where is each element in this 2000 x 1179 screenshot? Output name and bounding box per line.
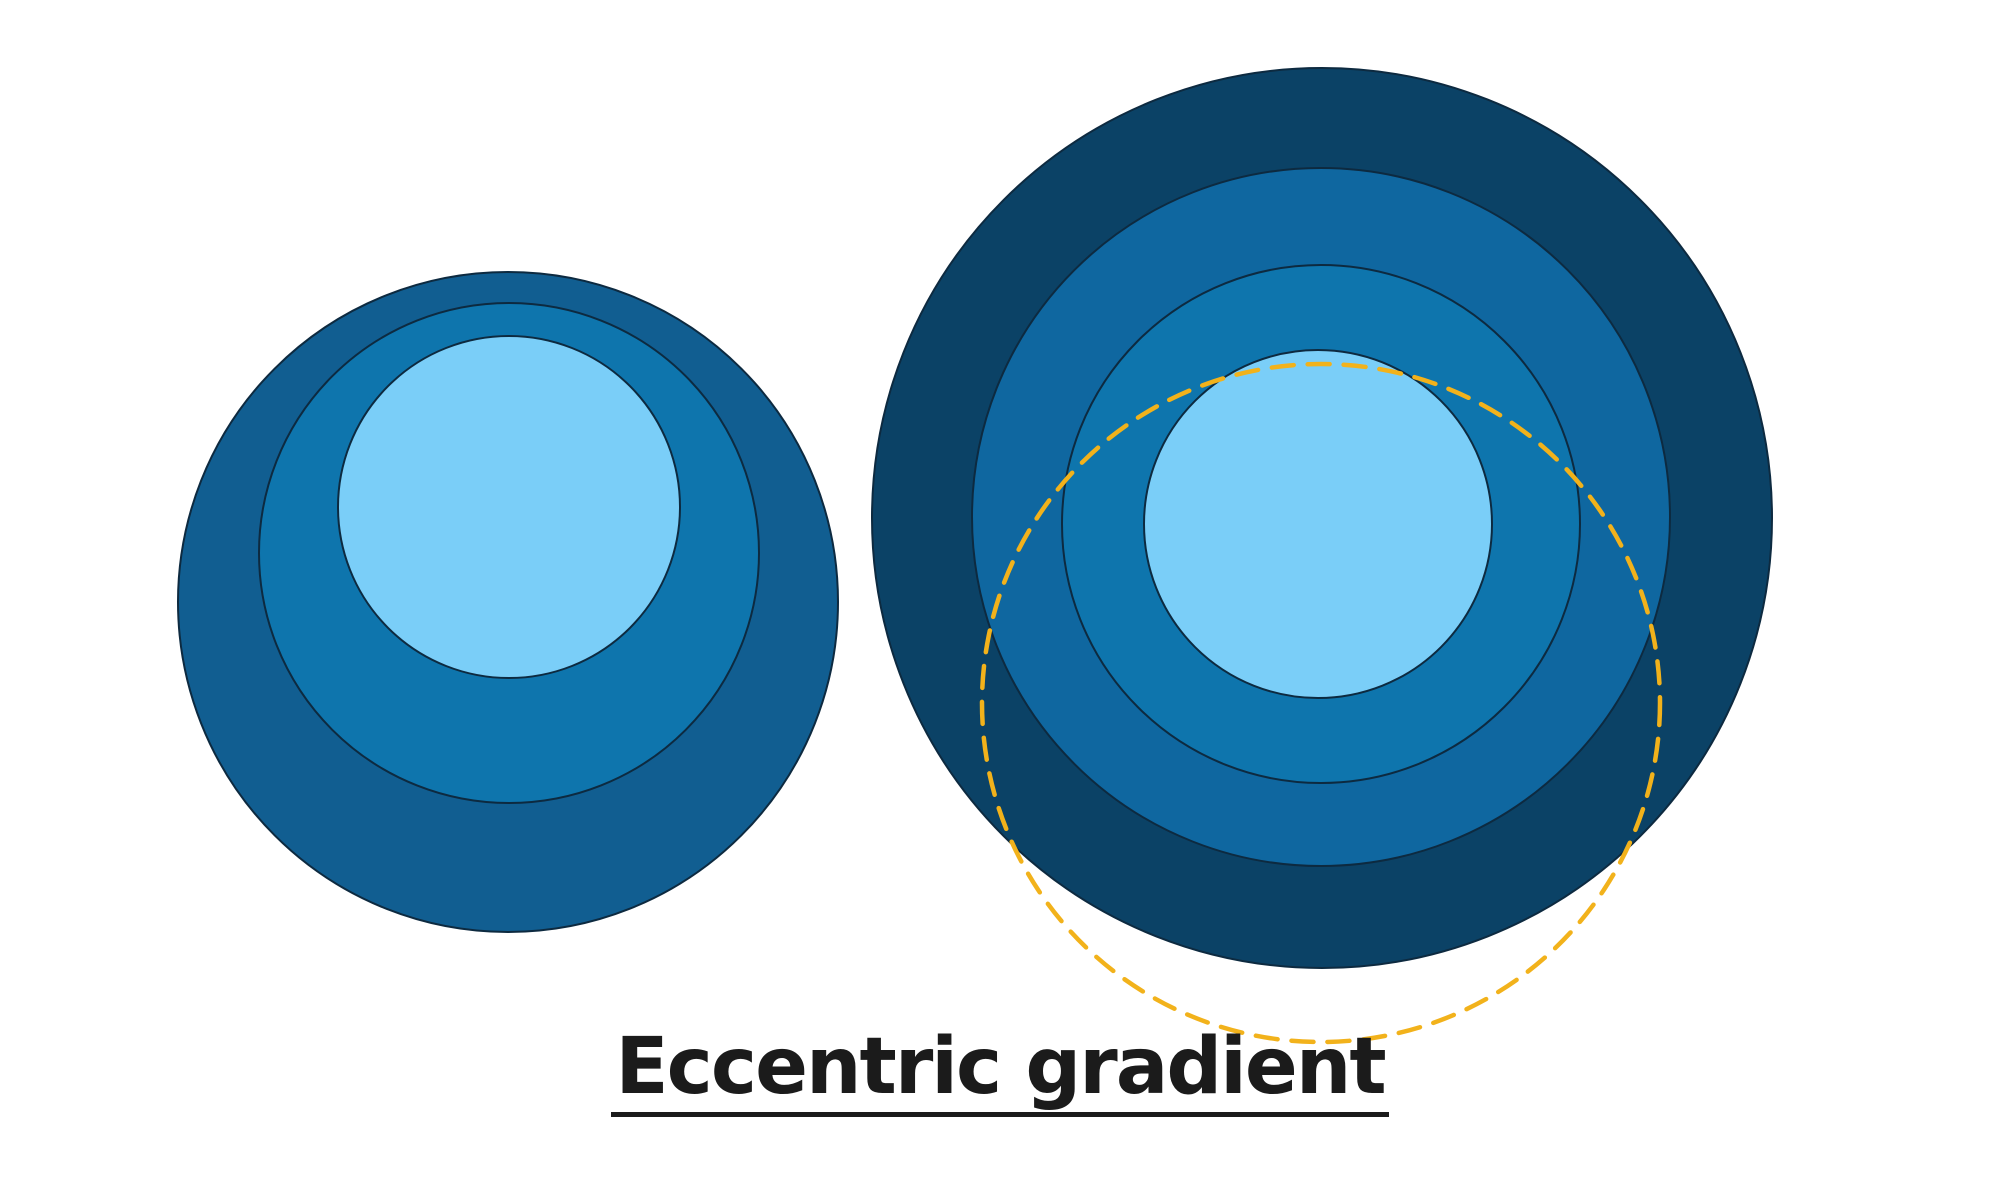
right-dashed-highlight-circle xyxy=(979,361,1663,1045)
caption-title: Eccentric gradient xyxy=(0,1028,2000,1117)
caption-text: Eccentric gradient xyxy=(611,1028,1389,1117)
left-eccentric-circles xyxy=(177,271,839,933)
right-inner-circle xyxy=(1143,349,1493,699)
left-inner-circle xyxy=(337,335,681,679)
right-concentric-circles xyxy=(871,67,1773,1045)
